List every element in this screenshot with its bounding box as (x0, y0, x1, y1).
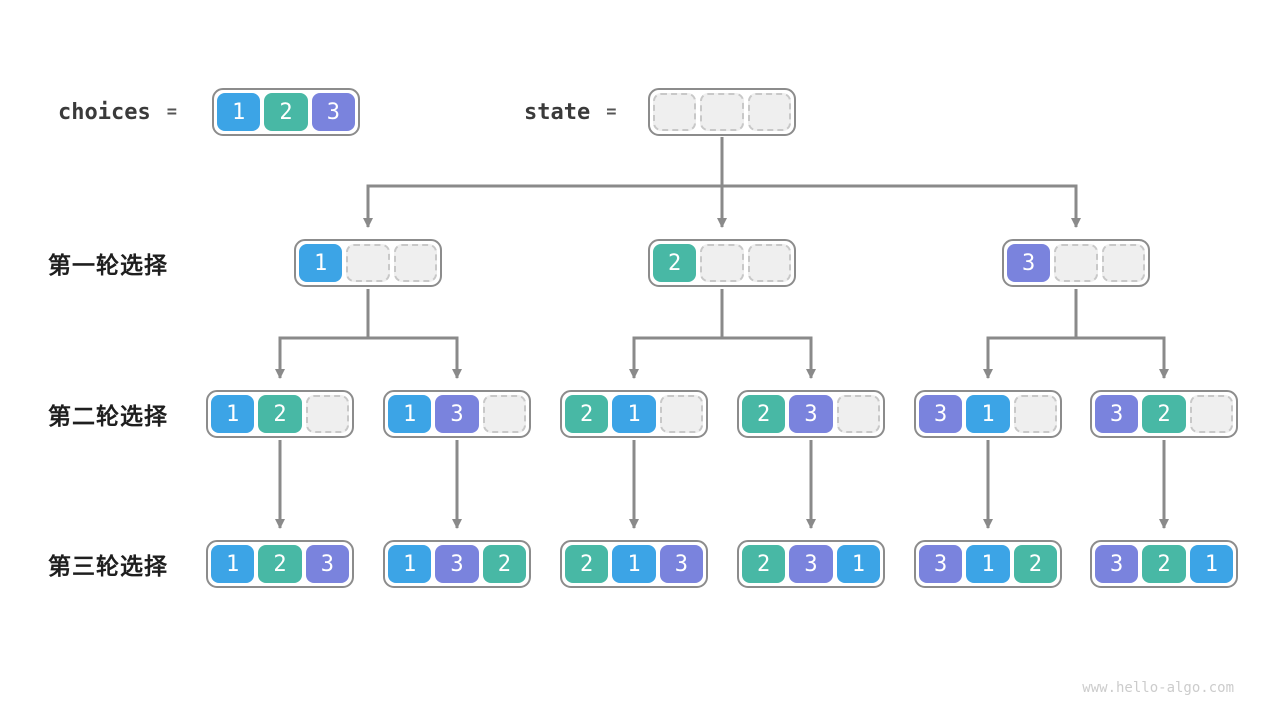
cell: 1 (211, 395, 255, 433)
state-cell (747, 93, 791, 131)
round-2-label: 第二轮选择 (48, 403, 168, 429)
cell: 1 (966, 545, 1010, 583)
cell: 3 (1007, 244, 1051, 282)
state-label-group: state = (524, 88, 616, 136)
state-node-r2-4: 2 3 (737, 390, 885, 438)
cell: 2 (1013, 545, 1057, 583)
cell: 3 (435, 395, 479, 433)
state-node-r3-4: 2 3 1 (737, 540, 885, 588)
state-node-r3-5: 3 1 2 (914, 540, 1062, 588)
state-node-r3-6: 3 2 1 (1090, 540, 1238, 588)
cell (659, 395, 703, 433)
state-cell (653, 93, 697, 131)
cell: 3 (1095, 545, 1139, 583)
cell: 1 (612, 545, 656, 583)
choices-label: choices (58, 99, 151, 125)
cell (1054, 244, 1098, 282)
choices-cell: 3 (311, 93, 355, 131)
cell: 1 (388, 545, 432, 583)
state-node-r1-2: 2 (648, 239, 796, 287)
state-equals-sign: = (606, 102, 617, 122)
cell (1189, 395, 1233, 433)
cell: 3 (1095, 395, 1139, 433)
cell: 2 (742, 545, 786, 583)
round-3-label: 第三轮选择 (48, 553, 168, 579)
cell: 3 (919, 545, 963, 583)
choices-label-group: choices = (58, 88, 177, 136)
cell (747, 244, 791, 282)
state-node-r2-2: 1 3 (383, 390, 531, 438)
cell: 2 (258, 395, 302, 433)
state-node-r2-5: 3 1 (914, 390, 1062, 438)
cell (700, 244, 744, 282)
choices-equals-sign: = (166, 102, 177, 122)
state-label: state (524, 99, 591, 125)
cell: 3 (435, 545, 479, 583)
cell: 1 (836, 545, 880, 583)
choices-cell: 1 (217, 93, 261, 131)
cell: 2 (742, 395, 786, 433)
cell (836, 395, 880, 433)
cell: 1 (966, 395, 1010, 433)
state-node-r2-6: 3 2 (1090, 390, 1238, 438)
cell: 2 (1142, 395, 1186, 433)
cell: 1 (1189, 545, 1233, 583)
choices-cell: 2 (264, 93, 308, 131)
state-node-r3-1: 1 2 3 (206, 540, 354, 588)
cell (482, 395, 526, 433)
state-node-r3-2: 1 3 2 (383, 540, 531, 588)
cell: 1 (388, 395, 432, 433)
cell: 2 (258, 545, 302, 583)
cell (305, 395, 349, 433)
cell: 3 (789, 395, 833, 433)
cell: 2 (1142, 545, 1186, 583)
cell: 1 (299, 244, 343, 282)
choices-array: 1 2 3 (212, 88, 360, 136)
cell: 1 (211, 545, 255, 583)
cell (346, 244, 390, 282)
watermark: www.hello-algo.com (1082, 680, 1234, 696)
cell: 3 (919, 395, 963, 433)
state-node-r2-1: 1 2 (206, 390, 354, 438)
cell: 3 (659, 545, 703, 583)
state-node-r3-3: 2 1 3 (560, 540, 708, 588)
cell (1013, 395, 1057, 433)
cell (1101, 244, 1145, 282)
round-1-label: 第一轮选择 (48, 252, 168, 278)
state-node-r1-1: 1 (294, 239, 442, 287)
cell: 2 (653, 244, 697, 282)
cell: 3 (305, 545, 349, 583)
cell: 2 (565, 395, 609, 433)
state-node-r2-3: 2 1 (560, 390, 708, 438)
cell (393, 244, 437, 282)
cell: 2 (482, 545, 526, 583)
state-array-root (648, 88, 796, 136)
cell: 3 (789, 545, 833, 583)
cell: 2 (565, 545, 609, 583)
state-node-r1-3: 3 (1002, 239, 1150, 287)
cell: 1 (612, 395, 656, 433)
state-cell (700, 93, 744, 131)
